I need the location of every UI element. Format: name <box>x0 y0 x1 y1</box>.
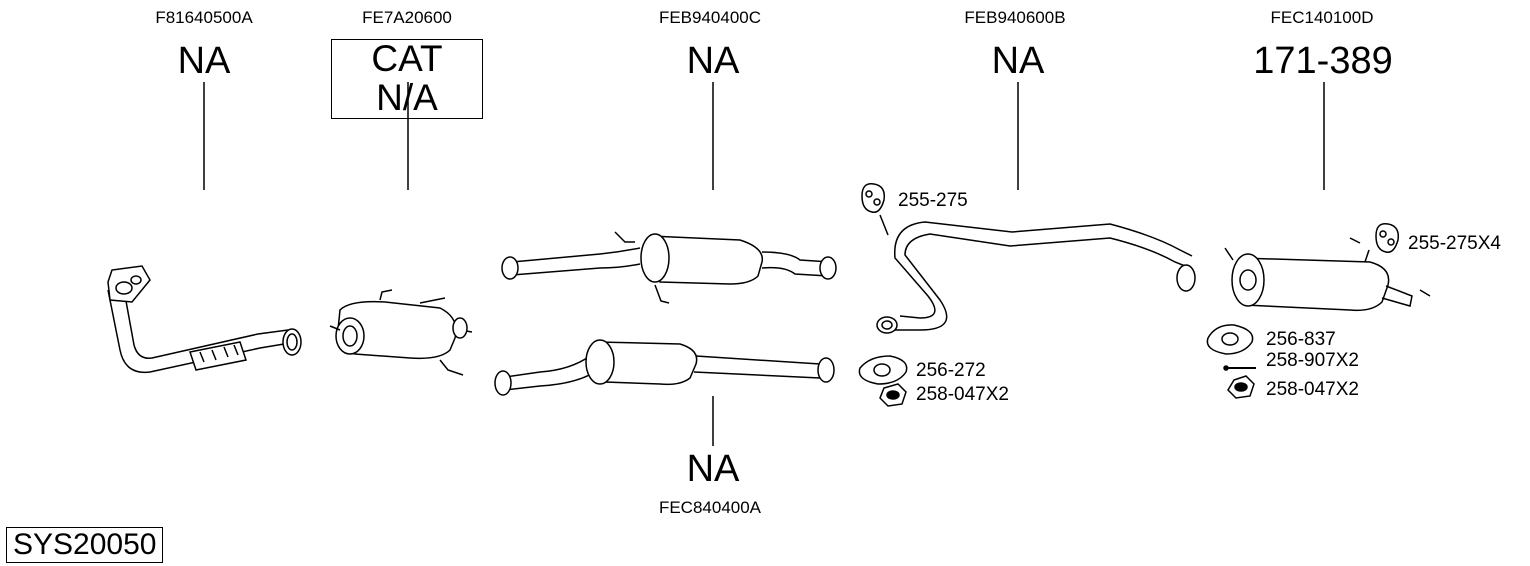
hanger-icon <box>861 183 886 213</box>
hanger-rear-icon <box>1375 223 1400 253</box>
part-code-front-silencer: FEB940400C <box>658 8 762 27</box>
alt-front-silencer-drawing <box>494 339 835 396</box>
price-label-alt-front-silencer: NA <box>686 448 740 490</box>
part-code-middle-pipe: FEB940600B <box>964 8 1066 27</box>
downpipe-drawing <box>107 265 302 374</box>
front-silencer-drawing <box>501 231 837 304</box>
part-label-nut-rear: 258-047X2 <box>1266 379 1359 400</box>
part-label-gasket: 256-272 <box>916 360 986 381</box>
nut-rear-icon <box>1227 375 1255 399</box>
part-code-rear-silencer: FEC140100D <box>1270 8 1374 27</box>
part-label-gasket-rear: 256-837 <box>1266 329 1336 350</box>
nut-icon <box>879 383 907 407</box>
part-label-hanger-rear: 255-275X4 <box>1408 233 1501 254</box>
part-label-nut: 258-047X2 <box>916 384 1009 405</box>
price-label-downpipe: NA <box>177 40 231 82</box>
gasket-icon <box>858 355 908 385</box>
part-label-hanger: 255-275 <box>898 190 968 211</box>
part-code-catalyst: FE7A20600 <box>362 8 452 27</box>
gasket-rear-icon <box>1206 324 1254 355</box>
part-label-bolt-rear: 258-907X2 <box>1266 350 1359 371</box>
price-label-front-silencer: NA <box>686 40 740 82</box>
middle-pipe-drawing <box>876 214 1196 334</box>
part-code-alt-front-silencer: FEC840400A <box>658 498 762 517</box>
bolt-rear-icon <box>1223 365 1256 371</box>
rear-silencer-drawing <box>1224 237 1431 312</box>
price-label-catalyst: CAT N/A <box>331 39 483 119</box>
price-label-middle-pipe: NA <box>991 40 1045 82</box>
diagram-id: SYS20050 <box>6 527 164 563</box>
catalyst-drawing <box>329 289 473 376</box>
part-code-downpipe: F81640500A <box>155 8 253 27</box>
price-label-rear-silencer: 171-389 <box>1253 40 1393 82</box>
